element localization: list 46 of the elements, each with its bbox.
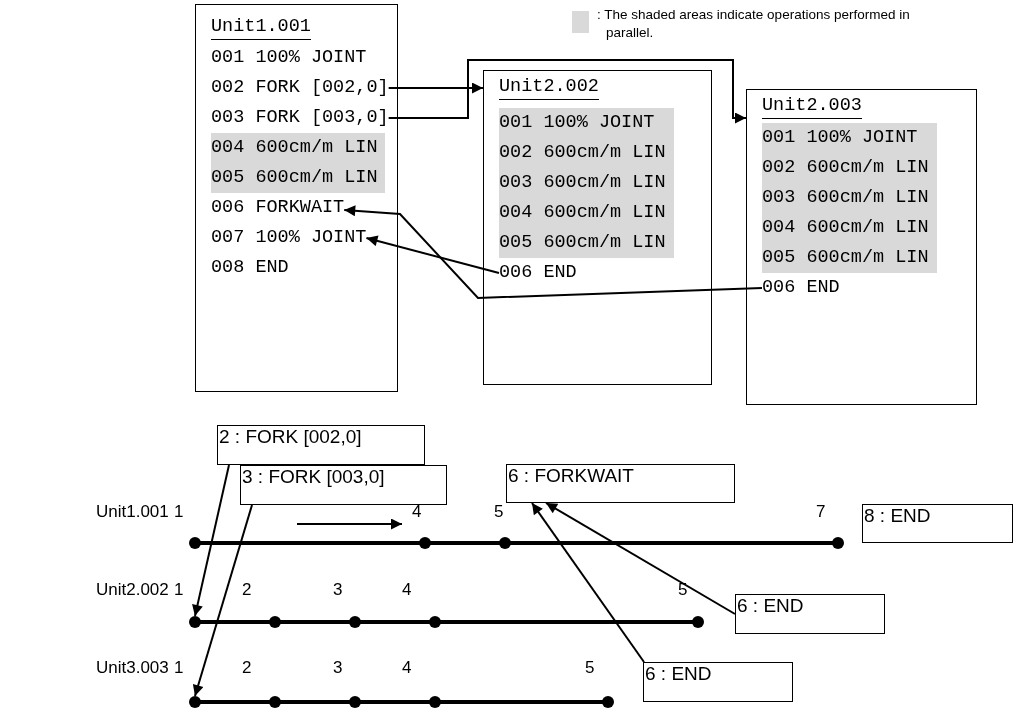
program-line: 006 END	[762, 273, 840, 303]
program-line: 001 100% JOINT	[211, 43, 367, 73]
timeline-point	[189, 616, 201, 628]
timeline-point	[189, 696, 201, 708]
row-label: Unit2.002	[96, 579, 169, 601]
step-box: 6 : END	[735, 594, 885, 634]
step-number: 3	[333, 657, 343, 679]
step-number: 1	[174, 579, 184, 601]
step-number: 4	[402, 657, 412, 679]
legend-text: : The shaded areas indicate operations performed in parallel.	[597, 6, 911, 42]
step-box: 6 : FORKWAIT	[506, 464, 735, 503]
arrow	[192, 464, 230, 617]
step-number: 2	[242, 657, 252, 679]
step-number: 3	[333, 579, 343, 601]
program-panel	[746, 89, 977, 405]
panel-title: Unit2.002	[499, 75, 599, 100]
arrow	[545, 502, 736, 615]
arrow	[343, 205, 763, 299]
panel-title: Unit2.003	[762, 94, 862, 119]
step-number: 5	[494, 501, 504, 523]
panel-title: Unit1.001	[211, 15, 311, 40]
program-line: 003 FORK [003,0]	[211, 103, 389, 133]
step-box: 2 : FORK [002,0]	[217, 425, 425, 465]
arrow	[387, 59, 747, 124]
program-line: 006 END	[499, 258, 577, 288]
step-number: 1	[174, 657, 184, 679]
program-line: 007 100% JOINT	[211, 223, 367, 253]
arrow	[365, 235, 500, 274]
step-number: 2	[242, 579, 252, 601]
row-label: Unit3.003	[96, 657, 169, 679]
arrow	[192, 504, 253, 697]
step-box: 8 : END	[862, 504, 1013, 543]
step-number: 4	[402, 579, 412, 601]
step-box: 3 : FORK [003,0]	[240, 465, 447, 505]
step-box: 6 : END	[643, 662, 793, 702]
arrow	[387, 82, 484, 94]
step-number: 5	[585, 657, 595, 679]
program-panel	[195, 4, 398, 392]
program-line: 002 FORK [002,0]	[211, 73, 389, 103]
arrow	[531, 502, 645, 663]
step-number: 1	[174, 501, 184, 523]
program-panel	[483, 70, 712, 385]
row-label: Unit1.001	[96, 501, 169, 523]
program-line: 008 END	[211, 253, 289, 283]
program-line: 006 FORKWAIT	[211, 193, 345, 223]
step-number: 7	[816, 501, 826, 523]
